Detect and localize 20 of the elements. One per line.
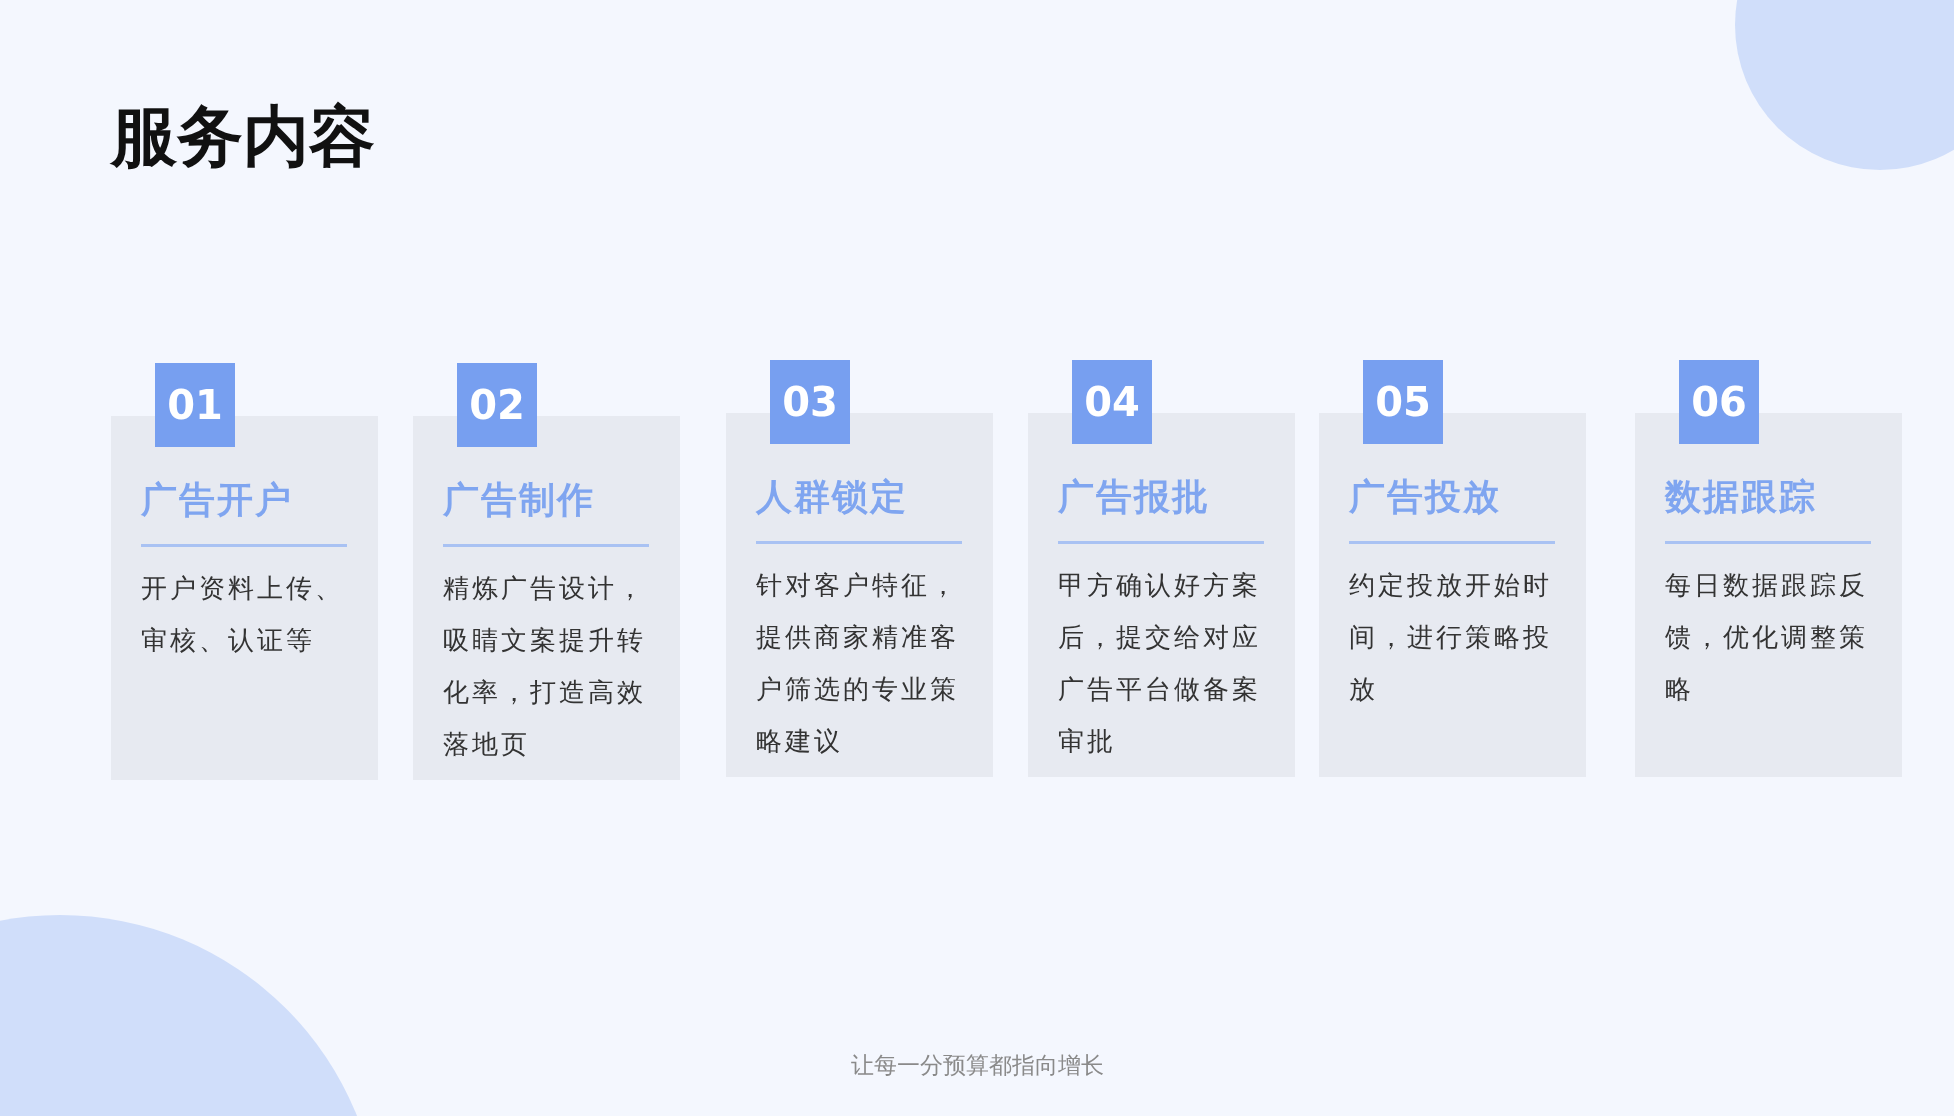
card-heading: 数据跟踪	[1665, 475, 1817, 519]
number-badge: 01	[155, 363, 235, 447]
number-badge: 03	[770, 360, 850, 444]
card-heading: 人群锁定	[756, 475, 908, 519]
card-description: 约定投放开始时间，进行策略投放	[1349, 569, 1553, 706]
number-badge: 06	[1679, 360, 1759, 444]
card-description: 针对客户特征，提供商家精准客户筛选的专业策略建议	[756, 569, 960, 758]
page-title: 服务内容	[111, 97, 375, 177]
card-heading: 广告投放	[1349, 475, 1501, 519]
card-heading: 广告开户	[141, 478, 293, 522]
card-heading: 广告报批	[1058, 475, 1210, 519]
card-description: 甲方确认好方案后，提交给对应广告平台做备案审批	[1058, 569, 1262, 758]
number-badge: 05	[1363, 360, 1443, 444]
card-description: 精炼广告设计，吸睛文案提升转化率，打造高效落地页	[443, 572, 647, 761]
number-badge: 02	[457, 363, 537, 447]
card-description: 每日数据跟踪反馈，优化调整策略	[1665, 569, 1869, 706]
card-description: 开户资料上传、审核、认证等	[141, 572, 345, 657]
footer-slogan: 让每一分预算都指向增长	[850, 1052, 1104, 1078]
number-badge: 04	[1072, 360, 1152, 444]
card-heading: 广告制作	[443, 478, 595, 522]
